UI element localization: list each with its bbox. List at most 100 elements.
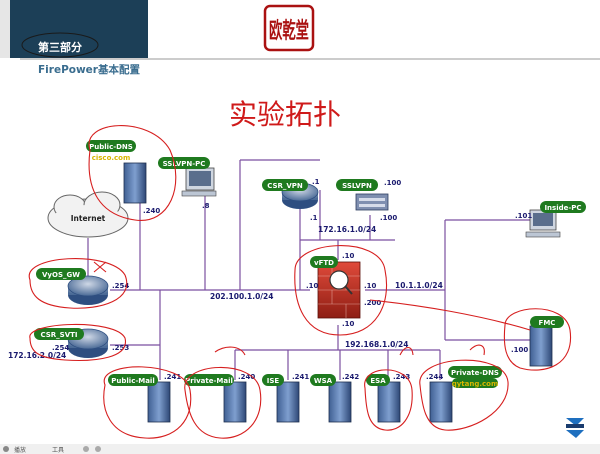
magnifier-icon xyxy=(329,270,349,290)
csr-svti-label: CSR_SVTI xyxy=(40,331,77,339)
public-mail-ip: .241 xyxy=(164,373,181,381)
fmc-ip: .100 xyxy=(511,346,528,354)
sslvpn-ip-top: .100 xyxy=(384,179,401,187)
speaker-icon[interactable] xyxy=(95,446,101,452)
subnet-dmz: 192.168.1.0/24 xyxy=(345,340,408,349)
public-dns-ip: .240 xyxy=(143,207,160,215)
server-icon xyxy=(223,381,247,423)
annotation-tick-private-mail xyxy=(214,346,246,356)
annotation-circle-vftd xyxy=(294,245,388,336)
play-icon[interactable] xyxy=(3,446,9,452)
csr-svti-ip-right: .253 xyxy=(112,344,129,352)
internet-label: Internet xyxy=(71,214,106,223)
vftd-ip-right: .10 xyxy=(364,282,377,290)
subnet-svti: 172.16.2.0/24 xyxy=(8,351,66,360)
csr-vpn-label: CSR_VPN xyxy=(267,182,303,190)
public-dns-label: Public-DNS xyxy=(89,143,133,151)
seal-text: 欧乾堂 xyxy=(269,18,309,44)
annotation-circle-esa xyxy=(364,369,413,431)
csr-vpn-router: CSR_VPN .1 .1 xyxy=(262,178,320,222)
vftd-label: vFTD xyxy=(314,259,334,267)
section-label: 第三部分 xyxy=(38,40,82,54)
subnet-outside: 202.100.1.0/24 xyxy=(210,292,273,301)
wsa-label: WSA xyxy=(314,377,333,385)
public-mail-label: Public-Mail xyxy=(111,377,154,385)
annotation-circle-private-dns xyxy=(419,359,509,431)
private-mail-ip: .240 xyxy=(238,373,255,381)
sslvpn-pc: SSLVPN-PC .8 xyxy=(158,157,217,210)
public-dns-server: Public-DNS cisco.com .240 xyxy=(86,140,160,215)
sslvpn-ip-bottom: .100 xyxy=(380,214,397,222)
csr-vpn-ip-bottom: .1 xyxy=(310,214,318,222)
subnet-vpn-dmz: 172.16.1.0/24 xyxy=(318,225,376,234)
annotation-tick-private-dns xyxy=(469,344,485,356)
public-dns-domain: cisco.com xyxy=(92,154,131,162)
fmc-label: FMC xyxy=(539,319,556,327)
header-divider xyxy=(20,58,600,60)
public-mail-server: Public-Mail .241 xyxy=(108,373,181,423)
slide-title: 实验拓扑 xyxy=(229,98,341,131)
toolbar-play[interactable]: 播放 xyxy=(14,446,26,454)
subtitle: FirePower基本配置 xyxy=(38,63,140,76)
private-dns-ip: .244 xyxy=(426,373,443,381)
vftd-ip-left: .10 xyxy=(306,282,319,290)
annotation-circle-private-mail xyxy=(184,366,262,439)
server-icon xyxy=(529,325,553,367)
vyos-gw-router: VyOS_GW .254 xyxy=(36,268,129,305)
vftd-ip-mgmt: .200 xyxy=(364,299,381,307)
private-mail-server: Private-Mail .240 xyxy=(184,373,255,423)
header-dark-block xyxy=(0,0,148,58)
private-dns-domain: qytang.com xyxy=(452,380,499,388)
server-icon xyxy=(123,162,147,204)
internet-cloud: Internet xyxy=(47,191,129,238)
vftd-ip-bottom: .10 xyxy=(342,320,355,328)
vyos-gw-ip: .254 xyxy=(112,282,129,290)
annotation-circle-vyos xyxy=(28,258,128,309)
ise-server: ISE .241 xyxy=(262,373,309,423)
annotation-circle-svti xyxy=(29,323,126,361)
vftd-firewall: vFTD .10 .10 .10 .10 .200 xyxy=(306,252,381,328)
csr-svti-ip-left: .254 xyxy=(52,344,69,352)
brand-logo xyxy=(558,410,590,442)
links xyxy=(110,159,530,380)
seal-logo: 欧乾堂 xyxy=(263,4,315,52)
inside-pc: Inside-PC .101 xyxy=(515,201,586,238)
esa-server: ESA .243 xyxy=(366,373,410,423)
toolbar-tools[interactable]: 工具 xyxy=(52,447,64,454)
fmc-server: FMC .100 xyxy=(511,316,564,367)
server-icon xyxy=(377,381,401,423)
annotation-circle-public-mail xyxy=(103,366,192,439)
header-left-strip xyxy=(0,0,10,58)
private-mail-label: Private-Mail xyxy=(185,377,233,385)
annotation-tick-esa xyxy=(399,346,414,356)
esa-label: ESA xyxy=(370,377,386,385)
handwritten-annotations xyxy=(28,125,572,439)
ise-label: ISE xyxy=(267,377,280,385)
server-icon xyxy=(147,381,171,423)
subnet-inside: 10.1.1.0/24 xyxy=(395,281,443,290)
vftd-ip-top: .10 xyxy=(342,252,355,260)
private-dns-label: Private-DNS xyxy=(451,369,499,377)
private-dns-server: Private-DNS qytang.com .244 xyxy=(426,366,502,423)
vyos-gw-label: VyOS_GW xyxy=(42,271,80,279)
sslvpn-pc-label: SSLVPN-PC xyxy=(163,160,206,168)
inside-pc-ip: .101 xyxy=(515,212,532,220)
sslvpn-appliance: SSLVPN .100 .100 xyxy=(336,179,401,222)
esa-ip: .243 xyxy=(393,373,410,381)
appliance-icon xyxy=(355,193,389,211)
csr-vpn-ip-top: .1 xyxy=(312,178,320,186)
presentation-toolbar: 播放 工具 xyxy=(0,444,600,454)
gear-icon[interactable] xyxy=(83,446,89,452)
server-icon xyxy=(429,381,453,423)
router-icon xyxy=(67,275,109,297)
wsa-ip: .242 xyxy=(342,373,359,381)
ise-ip: .241 xyxy=(292,373,309,381)
header: 第三部分 FirePower基本配置 xyxy=(0,0,600,76)
sslvpn-label: SSLVPN xyxy=(342,182,372,190)
wsa-server: WSA .242 xyxy=(310,373,359,423)
inside-pc-label: Inside-PC xyxy=(544,204,581,212)
server-icon xyxy=(276,381,300,423)
csr-svti-router: CSR_SVTI .254 .253 xyxy=(34,328,129,358)
